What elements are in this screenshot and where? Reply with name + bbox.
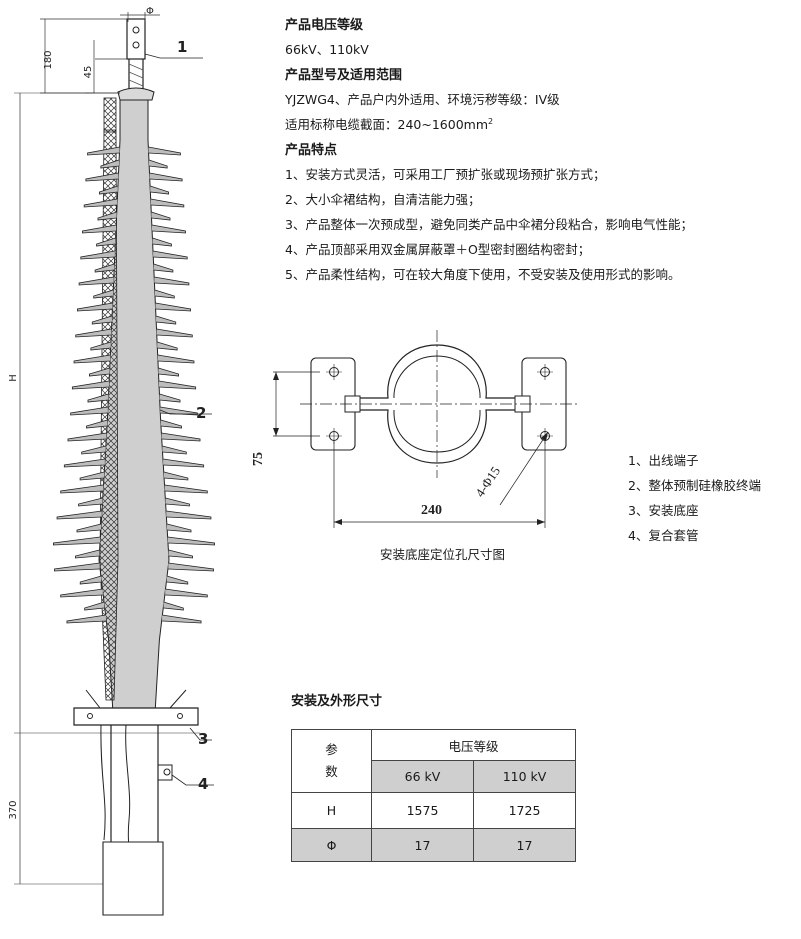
shed [78,497,190,507]
legend-item: 3、安装底座 [628,503,699,518]
shed [77,302,191,312]
feature-item: 2、大小伞裙结构，自清洁能力强； [285,192,481,207]
shed [87,146,181,156]
feature-item: 5、产品柔性结构，可在较大角度下使用，不受安装及使用形式的影响。 [285,267,681,282]
shed-group [53,146,215,624]
model-heading: 产品型号及适用范围 [285,68,403,83]
voltage-heading: 产品电压等级 [285,18,364,33]
stress-cone [99,129,119,701]
shed [71,380,197,390]
base-diagram-caption: 安装底座定位孔尺寸图 [380,547,506,562]
shed [54,562,214,572]
part-4-number: 4 [198,775,208,793]
legend-item: 2、整体预制硅橡胶终端 [628,478,761,493]
shed [63,458,205,468]
shed [84,601,184,611]
feature-item: 1、安装方式灵活，可采用工厂预扩张或现场预扩张方式； [285,167,606,182]
shed [100,159,168,169]
shed [82,224,186,234]
shed [94,263,174,273]
model-line: YJZWG4、产品户内外适用、环境污秽等级：IV级 [285,92,560,107]
dimensions-table: 参 数 电压等级 66 kV 110 kV H 1575 1725 Φ 17 1… [291,729,577,862]
shed [79,471,189,481]
cell-110kv: 1725 [472,792,577,829]
shed [75,549,193,559]
cell-66kv: 1575 [371,792,474,829]
shed [90,341,178,351]
shed [60,588,208,598]
shed [97,211,171,221]
shed [66,614,202,624]
part-2-number: 2 [196,404,206,422]
shed [73,354,195,364]
shed [93,289,175,299]
label-370: 370 [8,800,19,819]
table-row: Φ 17 17 [291,828,577,862]
label-45: 45 [83,66,94,79]
shed [85,172,183,182]
hole-spec-label: 4-Φ15 [472,464,503,500]
label-phi: Φ [146,6,154,17]
shed [91,315,177,325]
shed [96,237,172,247]
shed [81,445,187,455]
base-hole-diagram: 75 240 4-Φ15 [251,330,580,528]
col-header-66kv: 66 kV [371,760,474,793]
terminal-elevation: 180 45 H 370 Φ 1 2 3 4 [8,6,215,916]
dimensions-heading: 安装及外形尺寸 [291,694,383,709]
part-3-number: 3 [198,730,208,748]
top-cap [117,87,155,101]
feature-item: 4、产品顶部采用双金属屏蔽罩＋O型密封圈结构密封； [285,242,591,257]
shed [53,536,215,546]
part-1-number: 1 [177,38,187,56]
table-row: H 1575 1725 [291,792,577,829]
shed [88,367,180,377]
voltage-group-header: 电压等级 [370,729,577,761]
voltage-value: 66kV、110kV [285,42,369,57]
shed [75,328,193,338]
mounting-base [73,707,199,726]
label-180: 180 [43,50,54,69]
legend-item: 4、复合套管 [628,528,699,543]
shed [86,419,182,429]
cable-section-superscript: 2 [488,116,494,126]
shed [67,432,201,442]
feature-item: 3、产品整体一次预成型，避免同类产品中伞裙分段粘合，影响电气性能； [285,217,693,232]
shed [83,198,185,208]
shed [78,276,190,286]
shed [99,185,169,195]
row-label: Φ [291,828,372,862]
shed [60,484,208,494]
cable-section-text: 适用标称电缆截面：240~1600mm [285,117,488,132]
col-header-110kv: 110 kV [472,760,577,793]
shed [76,523,192,533]
legend-item: 1、出线端子 [628,453,699,468]
dim-240-label: 240 [421,503,442,518]
shed [56,510,212,520]
cell-66kv: 17 [371,828,474,862]
cell-110kv: 17 [472,828,577,862]
shed [80,250,188,260]
param-header: 参 数 [291,729,372,793]
cable-section-line: 适用标称电缆截面：240~1600mm2 [285,114,493,133]
shed [87,393,181,403]
terminal-lug [126,18,146,60]
features-heading: 产品特点 [285,143,338,158]
row-label: H [291,792,372,829]
shed [79,575,189,585]
label-h: H [8,374,19,382]
dim-75-label: 75 [251,452,266,466]
